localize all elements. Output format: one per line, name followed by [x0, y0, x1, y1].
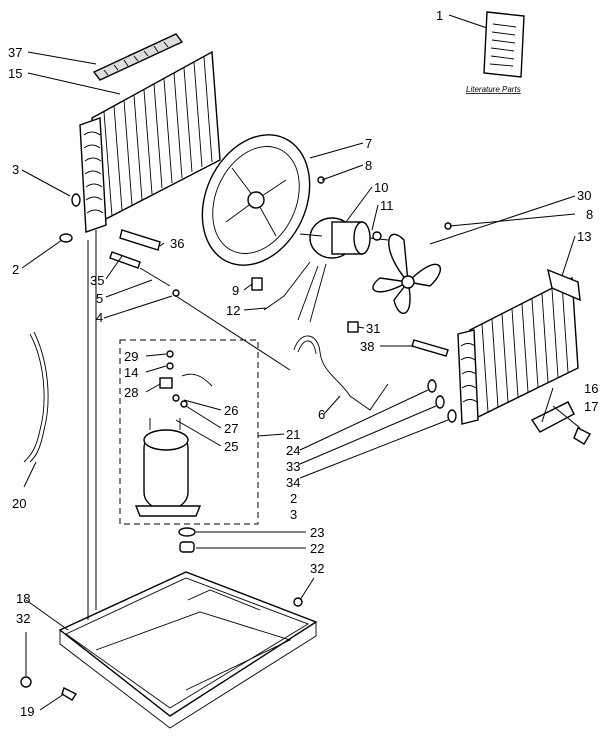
callout-label: 34 — [286, 475, 300, 490]
callout-label: 7 — [365, 136, 372, 151]
top-trim-strip — [92, 33, 184, 81]
callout-label: 36 — [170, 236, 184, 251]
callout-label: 6 — [318, 407, 325, 422]
callout-label: 22 — [310, 541, 324, 556]
callout-label: 10 — [374, 180, 388, 195]
callout-label: 8 — [586, 207, 593, 222]
grommet — [179, 541, 195, 553]
condenser-coil — [79, 50, 221, 233]
clip-part — [180, 400, 188, 408]
callout-label: 3 — [290, 507, 297, 522]
callout-label: 31 — [366, 321, 380, 336]
callout-label: 32 — [16, 611, 30, 626]
fitting-part — [447, 409, 457, 423]
callout-label: 20 — [12, 496, 26, 511]
callout-label: 3 — [12, 162, 19, 177]
callout-label: 13 — [577, 229, 591, 244]
screw — [61, 687, 78, 701]
callout-label: 32 — [310, 561, 324, 576]
callout-label: 5 — [96, 291, 103, 306]
clip-part — [172, 394, 180, 402]
literature-parts-label: Literature Parts — [466, 85, 521, 94]
base-pan — [58, 571, 318, 729]
callout-label: 12 — [226, 303, 240, 318]
clip-part — [59, 233, 73, 243]
callout-label: 25 — [224, 439, 238, 454]
overload-lead — [181, 373, 213, 387]
fan-blade — [372, 233, 441, 314]
callout-label: 17 — [584, 399, 598, 414]
guide-line — [175, 295, 291, 371]
power-cord — [23, 333, 45, 463]
bracket-part — [411, 339, 449, 357]
knob-part — [573, 427, 591, 445]
callout-label: 16 — [584, 381, 598, 396]
compressor — [134, 418, 202, 517]
screw — [20, 676, 32, 688]
callout-label: 9 — [232, 283, 239, 298]
wire-clip — [251, 277, 263, 291]
callout-label: 8 — [365, 158, 372, 173]
callout-label: 30 — [577, 188, 591, 203]
callout-label: 29 — [124, 349, 138, 364]
callout-label: 24 — [286, 443, 300, 458]
power-cord — [29, 331, 49, 463]
bracket-part — [119, 229, 161, 251]
callout-label: 15 — [8, 66, 22, 81]
nut-part — [172, 289, 180, 297]
callout-label: 19 — [20, 704, 34, 719]
fan-shroud — [201, 134, 311, 266]
fitting-part — [427, 379, 437, 393]
callout-label: 1 — [436, 8, 443, 23]
compressor-box — [119, 339, 259, 525]
callout-label: 14 — [124, 365, 138, 380]
tubing — [293, 335, 389, 411]
callout-label: 21 — [286, 427, 300, 442]
evaporator-coil — [457, 268, 581, 425]
tubing — [297, 340, 317, 355]
fan-motor — [299, 217, 389, 259]
rod-part — [139, 267, 171, 287]
fitting-lines — [299, 389, 449, 479]
callout-label: 28 — [124, 385, 138, 400]
clip-part — [166, 362, 174, 370]
callout-label: 37 — [8, 45, 22, 60]
fitting-part — [435, 395, 445, 409]
clip-part — [347, 321, 359, 333]
clip-part — [166, 350, 174, 358]
callout-label: 27 — [224, 421, 238, 436]
motor-leads — [263, 261, 327, 323]
guide-line — [87, 230, 97, 620]
callout-label: 35 — [90, 273, 104, 288]
callout-label: 18 — [16, 591, 30, 606]
callout-label: 11 — [380, 198, 394, 213]
callout-label: 33 — [286, 459, 300, 474]
clip-part — [159, 377, 173, 389]
clip-part — [71, 193, 81, 207]
callout-label: 2 — [12, 262, 19, 277]
callout-label: 38 — [360, 339, 374, 354]
callout-label: 4 — [96, 310, 103, 325]
callout-label: 23 — [310, 525, 324, 540]
bracket-part — [109, 251, 141, 269]
literature-booklet — [483, 11, 525, 78]
callout-label: 2 — [290, 491, 297, 506]
grommet — [178, 527, 196, 537]
callout-label: 26 — [224, 403, 238, 418]
nut-part — [317, 176, 325, 184]
